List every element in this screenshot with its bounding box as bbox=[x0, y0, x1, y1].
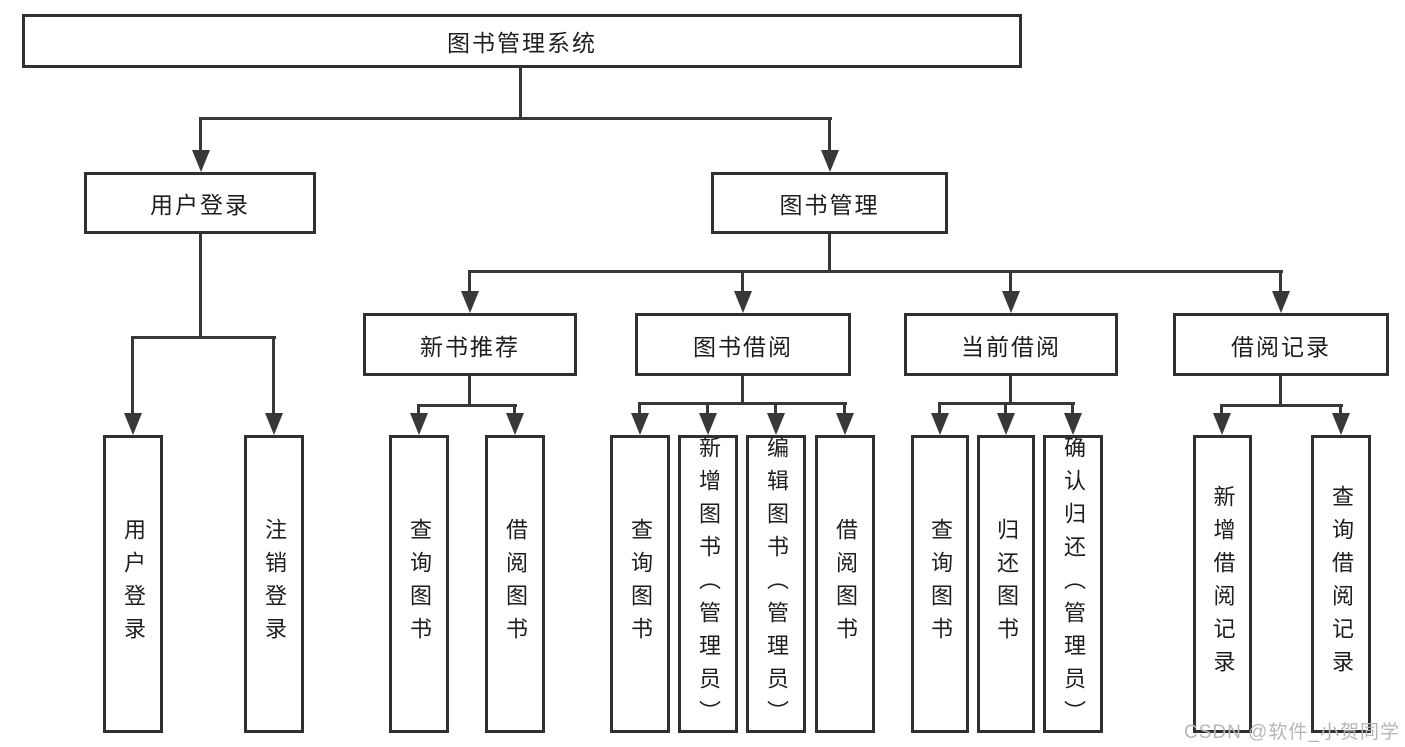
leaf-cb-return-books: 归还图书 bbox=[977, 435, 1035, 733]
connector-line bbox=[1339, 404, 1342, 416]
connector-line bbox=[1009, 376, 1012, 405]
connector-line bbox=[843, 402, 846, 416]
node-root: 图书管理系统 bbox=[22, 14, 1022, 68]
leaf-nb-borrow-books: 借阅图书 bbox=[485, 435, 545, 733]
arrow-down-icon bbox=[124, 413, 142, 435]
connector-line bbox=[638, 402, 641, 416]
connector-line bbox=[1279, 376, 1282, 407]
leaf-cb-query-books: 查询图书 bbox=[911, 435, 969, 733]
arrow-down-icon bbox=[1064, 413, 1082, 435]
arrow-down-icon bbox=[821, 150, 839, 172]
arrow-down-icon bbox=[506, 413, 524, 435]
connector-line bbox=[1220, 404, 1223, 416]
connector-line bbox=[741, 376, 744, 405]
connector-line bbox=[131, 336, 276, 339]
arrow-down-icon bbox=[767, 413, 785, 435]
leaf-br-add-record: 新增借阅记录 bbox=[1193, 435, 1252, 733]
connector-line bbox=[828, 117, 831, 155]
connector-line bbox=[199, 117, 832, 120]
connector-line bbox=[199, 117, 202, 155]
arrow-down-icon bbox=[734, 291, 752, 313]
arrow-down-icon bbox=[836, 413, 854, 435]
connector-line bbox=[1279, 270, 1282, 295]
node-new-book-recommendation: 新书推荐 bbox=[363, 313, 577, 376]
leaf-bb-add-books-admin: 新增图书（管理员） bbox=[678, 435, 738, 733]
leaf-bb-borrow-books: 借阅图书 bbox=[815, 435, 875, 733]
connector-line bbox=[199, 234, 202, 339]
connector-line bbox=[468, 376, 471, 407]
node-current-borrowing: 当前借阅 bbox=[904, 313, 1118, 376]
leaf-bb-query-books: 查询图书 bbox=[610, 435, 670, 733]
connector-line bbox=[468, 270, 471, 295]
connector-line bbox=[706, 402, 709, 416]
node-book-borrowing: 图书借阅 bbox=[635, 313, 851, 376]
connector-line bbox=[513, 404, 516, 416]
connector-line bbox=[131, 336, 134, 415]
leaf-bb-edit-books-admin: 编辑图书（管理员） bbox=[746, 435, 806, 733]
connector-line bbox=[1004, 402, 1007, 416]
arrow-down-icon bbox=[699, 413, 717, 435]
connector-line bbox=[272, 336, 275, 415]
connector-line bbox=[774, 402, 777, 416]
node-user-login: 用户登录 bbox=[84, 172, 316, 234]
connector-line bbox=[1220, 404, 1343, 407]
connector-line bbox=[741, 270, 744, 295]
arrow-down-icon bbox=[1213, 413, 1231, 435]
arrow-down-icon bbox=[410, 413, 428, 435]
connector-line bbox=[519, 68, 522, 119]
node-book-management: 图书管理 bbox=[711, 172, 948, 234]
leaf-nb-query-books: 查询图书 bbox=[389, 435, 449, 733]
arrow-down-icon bbox=[461, 291, 479, 313]
arrow-down-icon bbox=[1332, 413, 1350, 435]
connector-line bbox=[1071, 402, 1074, 416]
arrow-down-icon bbox=[931, 413, 949, 435]
connector-line bbox=[468, 270, 1283, 273]
arrow-down-icon bbox=[265, 413, 283, 435]
connector-line bbox=[938, 402, 941, 416]
arrow-down-icon bbox=[1002, 291, 1020, 313]
arrow-down-icon bbox=[192, 150, 210, 172]
watermark: CSDN @软件_小贺同学 bbox=[1184, 722, 1400, 743]
leaf-logout: 注销登录 bbox=[244, 435, 304, 733]
arrow-down-icon bbox=[631, 413, 649, 435]
connector-line bbox=[417, 404, 420, 416]
arrow-down-icon bbox=[997, 413, 1015, 435]
connector-line bbox=[638, 402, 847, 405]
arrow-down-icon bbox=[1272, 291, 1290, 313]
leaf-br-query-record: 查询借阅记录 bbox=[1311, 435, 1371, 733]
connector-line bbox=[417, 404, 517, 407]
connector-line bbox=[1009, 270, 1012, 295]
leaf-cb-confirm-return-admin: 确认归还（管理员） bbox=[1043, 435, 1103, 733]
leaf-user-login: 用户登录 bbox=[103, 435, 163, 733]
node-borrowing-records: 借阅记录 bbox=[1173, 313, 1389, 376]
connector-line bbox=[828, 234, 831, 273]
